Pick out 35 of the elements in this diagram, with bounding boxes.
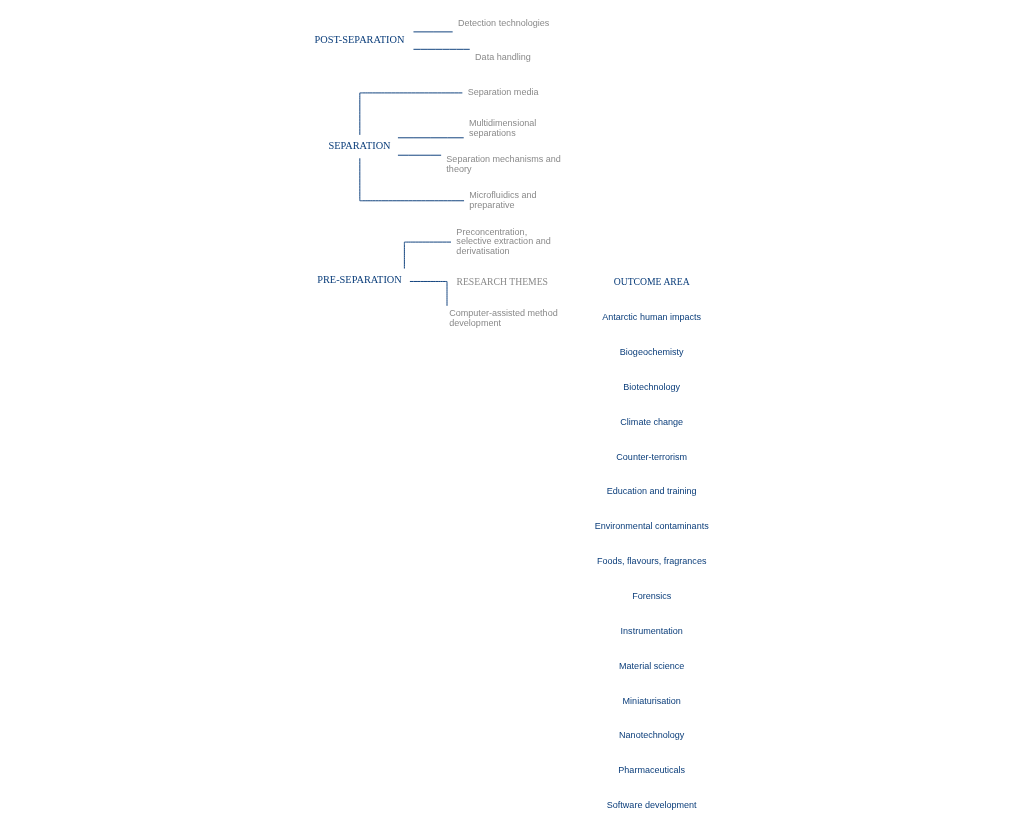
node-text: Separation media: [467, 87, 539, 98]
label: Material science: [619, 660, 685, 671]
connector: [409, 281, 448, 307]
label: RESEARCH THEMES: [456, 276, 548, 288]
label: Software development: [606, 800, 697, 811]
connector: [403, 241, 452, 270]
node-text: Preconcentration, selective extraction and derivatisation: [456, 226, 551, 257]
node-text: Computer-assisted method development: [449, 307, 558, 328]
label: Counter-terrorism: [616, 451, 688, 462]
connector: [359, 157, 465, 202]
label: Instrumentation: [620, 625, 683, 636]
connector: [397, 137, 465, 139]
label: Foods, flavours, fragrances: [597, 556, 707, 567]
node-text: Multidimensional separations: [468, 117, 537, 138]
node-text: Microfluidics and preparative: [469, 190, 537, 210]
label: Miniaturisation: [622, 695, 681, 706]
label: Nanotechnology: [619, 730, 685, 741]
node-text: Detection technologies: [457, 17, 550, 28]
label: OUTCOME AREA: [613, 276, 690, 288]
label: Environmental contaminants: [594, 521, 709, 532]
connector: [397, 154, 442, 156]
label: Forensics: [632, 591, 672, 601]
node-text: Separation mechanisms and theory: [446, 154, 561, 174]
connector: [359, 92, 463, 136]
label: Biotechnology: [623, 381, 681, 392]
label: Climate change: [620, 416, 684, 427]
connector: [412, 48, 471, 50]
node-text: Data handling: [475, 52, 531, 63]
label: Education and training: [606, 486, 697, 497]
label: Biogeochemisty: [619, 346, 684, 357]
node-text: SEPARATION: [328, 139, 391, 151]
label: Antarctic human impacts: [602, 312, 702, 323]
node-text: PRE-SEPARATION: [317, 273, 402, 285]
node-text: POST-SEPARATION: [314, 34, 405, 46]
label: Pharmaceuticals: [618, 765, 686, 776]
